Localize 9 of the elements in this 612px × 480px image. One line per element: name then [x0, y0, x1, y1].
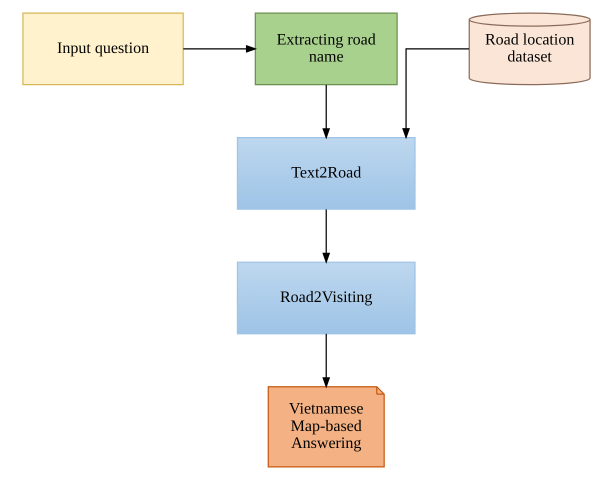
- arrow: [322, 334, 330, 388]
- arrow: [322, 209, 330, 264]
- arrow: [322, 84, 330, 140]
- arrow: [402, 48, 468, 140]
- node-box: Road2Visiting: [236, 262, 416, 334]
- node-box: Text2Road: [236, 137, 416, 210]
- arrow: [182, 45, 257, 53]
- node-box: Input question: [22, 12, 184, 86]
- node-box: Extracting road name: [254, 12, 398, 86]
